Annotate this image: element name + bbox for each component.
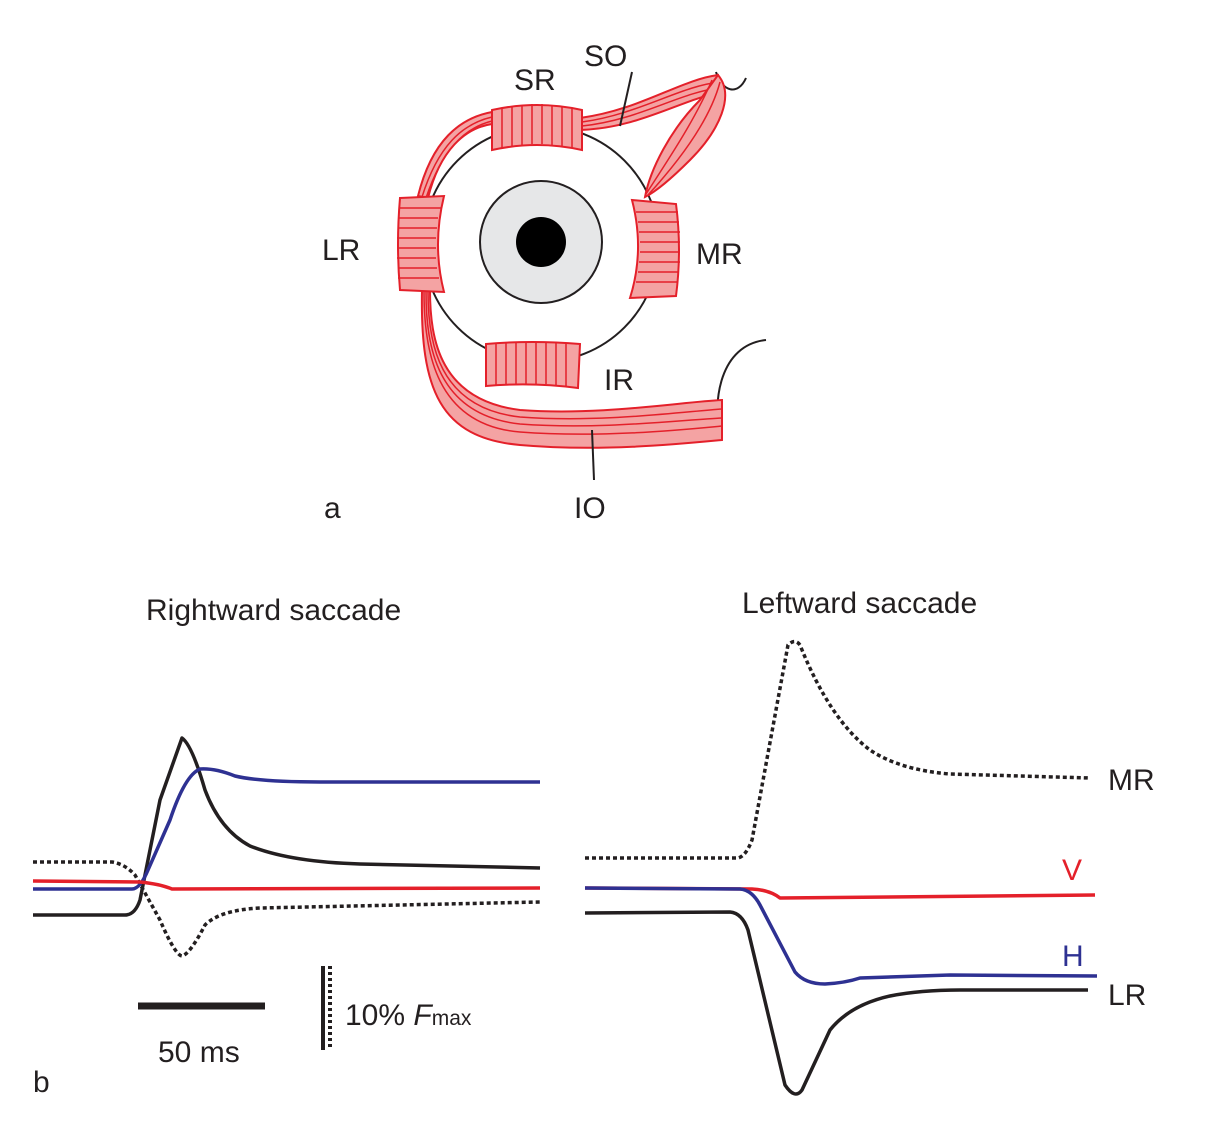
label-trace-mr: MR bbox=[1108, 764, 1155, 797]
label-trace-v: V bbox=[1062, 854, 1082, 887]
mr-muscle bbox=[628, 198, 680, 300]
left-v-trace bbox=[584, 886, 1096, 900]
panel-a-label: a bbox=[324, 492, 341, 525]
right-v-trace bbox=[32, 879, 541, 891]
left-h-trace bbox=[584, 886, 1098, 986]
title-rightward: Rightward saccade bbox=[146, 594, 401, 627]
label-sr: SR bbox=[514, 64, 556, 97]
label-trace-h: H bbox=[1062, 940, 1084, 973]
label-trace-lr: LR bbox=[1108, 979, 1146, 1012]
label-io: IO bbox=[574, 492, 606, 525]
label-so: SO bbox=[584, 40, 627, 73]
sr-muscle bbox=[491, 104, 583, 152]
so-leader bbox=[619, 71, 633, 127]
left-mr-trace bbox=[585, 639, 1091, 860]
right-mr-trace bbox=[33, 860, 541, 958]
pupil bbox=[516, 217, 566, 267]
label-mr: MR bbox=[696, 238, 743, 271]
force-scale-label: 10% Fmax bbox=[345, 999, 472, 1032]
io-leader bbox=[591, 429, 595, 481]
eye-diagram: SR SO LR MR IR IO a bbox=[322, 40, 767, 525]
panel-b-label: b bbox=[33, 1066, 50, 1099]
title-leftward: Leftward saccade bbox=[742, 587, 977, 620]
time-scale-label: 50 ms bbox=[158, 1036, 240, 1069]
right-lr-trace bbox=[33, 736, 541, 917]
io-muscle bbox=[420, 289, 723, 449]
so-belly bbox=[643, 73, 727, 199]
left-lr-trace bbox=[584, 910, 1088, 1096]
right-h-trace bbox=[33, 767, 540, 891]
label-lr: LR bbox=[322, 234, 360, 267]
io-origin-curve bbox=[716, 339, 767, 441]
saccade-traces: Rightward saccade Leftward saccade MR V … bbox=[32, 587, 1155, 1099]
label-ir: IR bbox=[604, 364, 634, 397]
